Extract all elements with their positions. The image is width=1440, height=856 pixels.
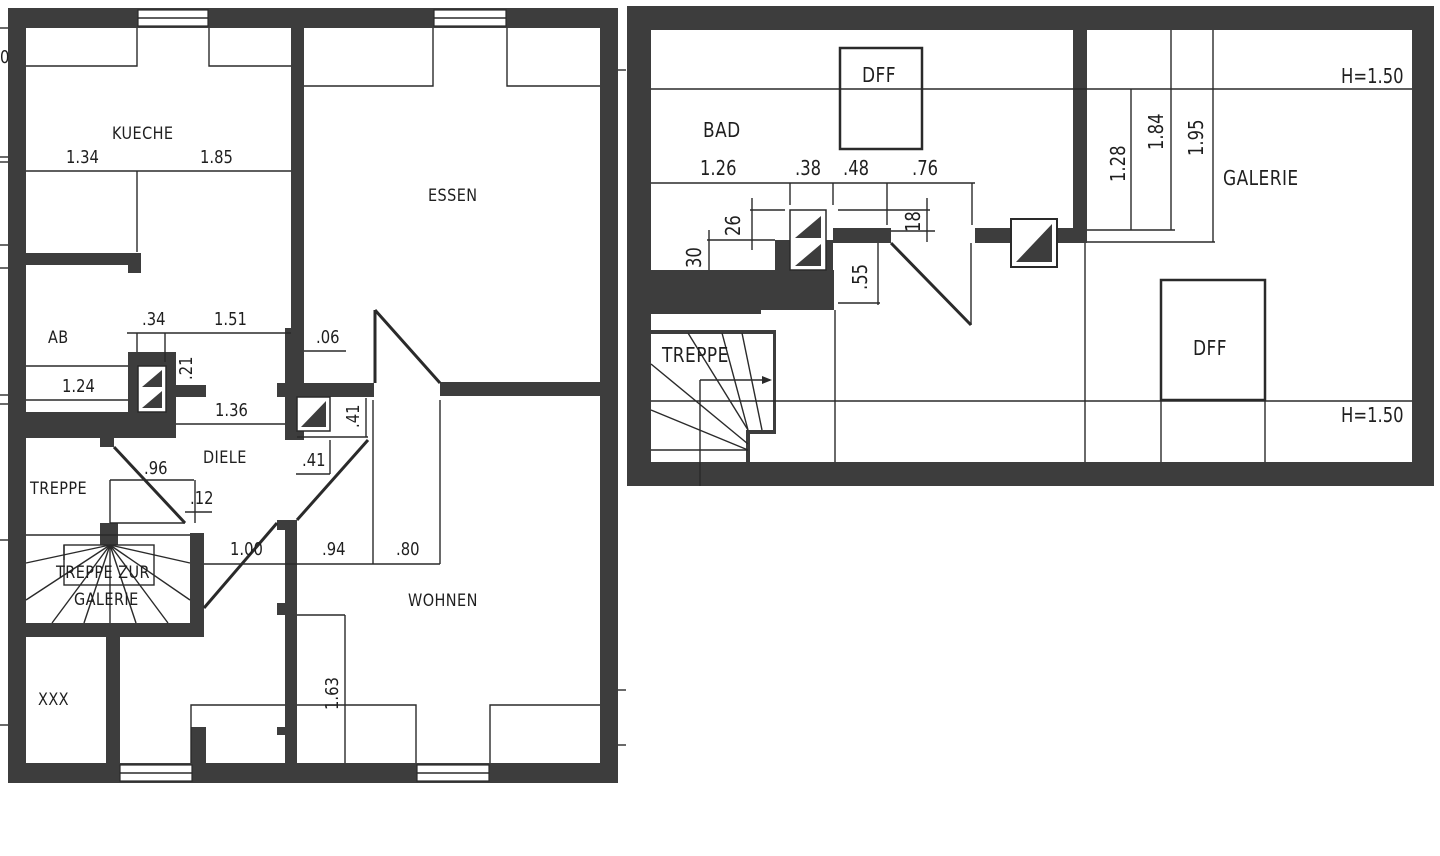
dimension-galerie-195: 1.95 xyxy=(1184,119,1208,156)
dimension-bad-55: .55 xyxy=(848,263,872,290)
dimension-kueche-right: 1.85 xyxy=(200,147,233,168)
ground-floor-lines xyxy=(25,28,600,763)
room-label-kueche: KUECHE xyxy=(112,124,174,144)
dimension-diele-100: 1.00 xyxy=(230,539,263,560)
dimension-diele-136: 1.36 xyxy=(215,400,248,421)
dimension-wohnen-94: .94 xyxy=(322,539,346,560)
staircase-ground xyxy=(25,534,191,624)
dimension-bad-76: .76 xyxy=(912,156,939,180)
staircase-upper xyxy=(650,332,772,486)
upper-floor-walls xyxy=(627,6,1434,486)
dimension-bad-26: 26 xyxy=(721,215,745,236)
dimension-bad-48: .48 xyxy=(843,156,870,180)
dimension-treppe-96: .96 xyxy=(144,458,168,479)
upper-floor-lines xyxy=(650,30,1412,486)
dimension-essen-06: .06 xyxy=(316,327,340,348)
dimension-bad-30: 30 xyxy=(682,247,706,268)
margin-ticks xyxy=(0,27,626,746)
height-marker-top: H=1.50 xyxy=(1341,64,1404,88)
dimension-galerie-128: 1.28 xyxy=(1106,145,1130,182)
room-label-bad: BAD xyxy=(703,118,741,142)
dimension-shaft-41-vertical: .41 xyxy=(343,404,364,428)
dimension-bad-18: 18 xyxy=(901,211,925,232)
dimension-kueche-left: 1.34 xyxy=(66,147,99,168)
room-label-wohnen: WOHNEN xyxy=(408,591,478,611)
dimension-ab-34: .34 xyxy=(142,309,166,330)
dimension-ab-124: 1.24 xyxy=(62,376,95,397)
dimension-shaft-21: .21 xyxy=(176,356,197,380)
dimension-bad-38: .38 xyxy=(795,156,822,180)
dimension-shaft-41-horizontal: .41 xyxy=(302,450,326,471)
room-label-ab: AB xyxy=(48,328,69,348)
dimension-wohnen-163: 1.63 xyxy=(322,677,343,710)
room-label-dff-top: DFF xyxy=(862,63,896,87)
dimension-treppe-12: .12 xyxy=(190,488,214,509)
room-label-treppe-zur-galerie-2: GALERIE xyxy=(74,590,139,610)
margin-digit: 0 xyxy=(0,47,10,68)
room-label-galerie: GALERIE xyxy=(1223,166,1299,190)
ground-floor-windows xyxy=(119,9,507,782)
room-label-dff-bottom: DFF xyxy=(1193,336,1227,360)
dimension-wohnen-80: .80 xyxy=(396,539,420,560)
dimension-bad-126: 1.26 xyxy=(700,156,737,180)
room-label-treppe: TREPPE xyxy=(30,479,88,499)
dimension-galerie-184: 1.84 xyxy=(1144,113,1168,150)
height-marker-bottom: H=1.50 xyxy=(1341,403,1404,427)
room-label-essen: ESSEN xyxy=(428,186,478,206)
room-label-treppe-zur-galerie-1: TREPPE ZUR xyxy=(56,563,150,583)
room-label-treppe-upper: TREPPE xyxy=(662,343,729,367)
dimension-ab-151: 1.51 xyxy=(214,309,247,330)
room-label-xxx: XXX xyxy=(38,690,69,710)
room-label-diele: DIELE xyxy=(203,448,247,468)
ground-floor-walls xyxy=(8,8,618,783)
